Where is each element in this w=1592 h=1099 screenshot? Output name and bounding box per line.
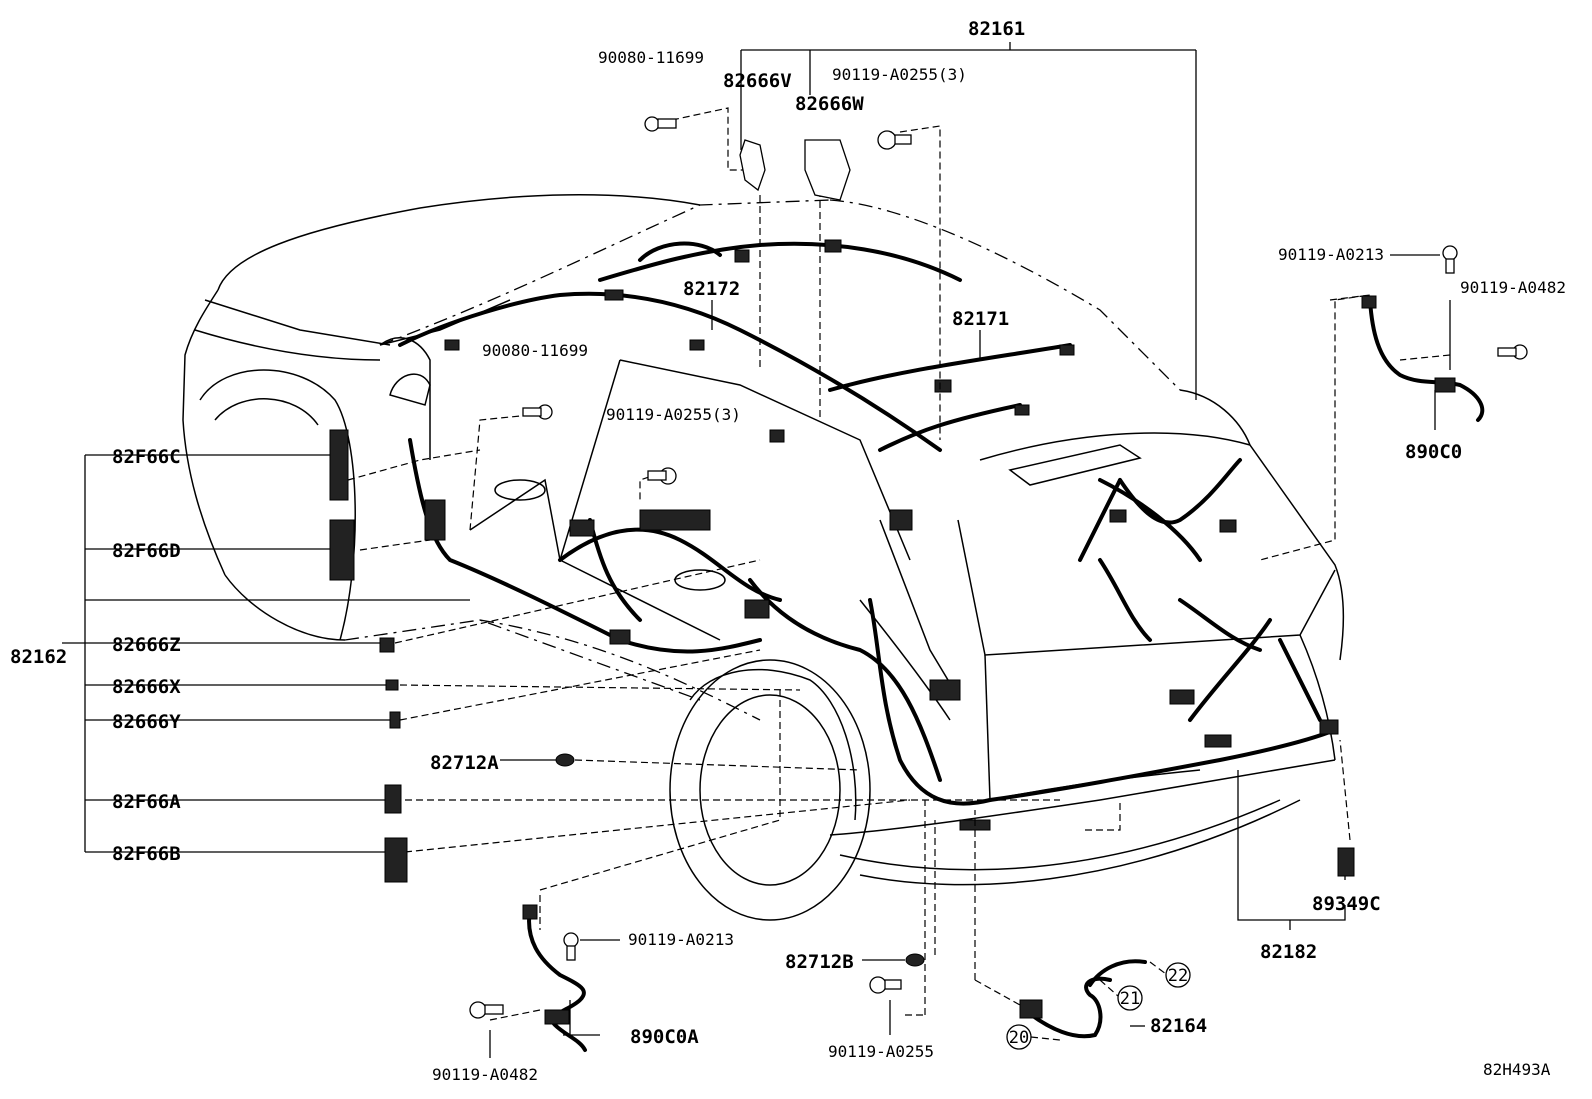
label-890c0: 890C0 [1405, 441, 1462, 463]
label-82666w: 82666W [795, 93, 864, 115]
bolt-icon-a0213-bottom [563, 932, 579, 961]
label-82171: 82171 [952, 308, 1009, 330]
label-bolt-top: 90080-11699 [598, 48, 704, 67]
label-a0482-right: 90119-A0482 [1460, 278, 1566, 297]
label-82666z: 82666Z [112, 634, 181, 656]
label-a0255-mid: 90119-A0255(3) [606, 405, 741, 424]
label-bolt-mid: 90080-11699 [482, 341, 588, 360]
clip-82666y [389, 711, 401, 729]
label-82666x: 82666X [112, 676, 181, 698]
bolt-icon-a0255-top [877, 130, 912, 150]
label-a0255-top: 90119-A0255(3) [832, 65, 967, 84]
label-a0482-bottom: 90119-A0482 [432, 1065, 538, 1084]
label-82f66c: 82F66C [112, 446, 181, 468]
label-a0255-bottom: 90119-A0255 [828, 1042, 934, 1061]
leader-lines [62, 42, 1451, 1058]
bolt-icon-a0482-right [1497, 344, 1528, 360]
bolt-icon-a0213-right [1442, 245, 1458, 274]
label-82172: 82172 [683, 278, 740, 300]
label-82f66d: 82F66D [112, 540, 181, 562]
callout-22-label: 22 [1168, 966, 1188, 986]
label-a0213-right: 90119-A0213 [1278, 245, 1384, 264]
label-82666y: 82666Y [112, 711, 181, 733]
clip-82666x [385, 679, 399, 691]
clip-82f66b [384, 837, 408, 883]
clip-82f66c [329, 429, 349, 501]
callout-22: 22 [1165, 962, 1191, 988]
wire-harness-group [398, 241, 1337, 806]
sub-harness-890c0 [1361, 295, 1485, 422]
label-82f66a: 82F66A [112, 791, 181, 813]
vehicle-body-outline [182, 194, 1345, 921]
bracket-82666v [739, 139, 766, 192]
bolt-icon-a0482-bottom [469, 1001, 504, 1019]
sub-harness-82164 [1019, 959, 1147, 1039]
fasteners [469, 116, 1528, 1019]
callout-21: 21 [1117, 985, 1143, 1011]
label-82182: 82182 [1260, 941, 1317, 963]
label-89349c: 89349C [1312, 893, 1381, 915]
label-82666v: 82666V [723, 70, 792, 92]
label-82712a: 82712A [430, 752, 499, 774]
label-82164: 82164 [1150, 1015, 1207, 1037]
label-82161: 82161 [968, 18, 1025, 40]
part-labels: 82161 90080-11699 82666V 90119-A0255(3) … [10, 18, 1566, 1084]
callout-20-label: 20 [1009, 1028, 1029, 1048]
label-82f66b: 82F66B [112, 843, 181, 865]
clip-82666z [379, 637, 395, 653]
sensor-89349c [1337, 847, 1355, 877]
sub-harness-890c0a [522, 904, 587, 1052]
dashed-assembly-lines [347, 107, 1451, 1021]
callout-group: 20 21 22 [1006, 961, 1191, 1050]
callout-21-label: 21 [1120, 989, 1140, 1009]
label-a0213-bottom: 90119-A0213 [628, 930, 734, 949]
grommet-82712a [555, 753, 575, 767]
bracket-82666w [804, 139, 851, 201]
clip-82f66a [384, 784, 402, 814]
bolt-icon-mid [522, 404, 553, 420]
connector-group [424, 239, 1339, 831]
label-82712b: 82712B [785, 951, 854, 973]
diagram-code: 82H493A [1483, 1060, 1551, 1079]
bolt-icon-top [644, 116, 677, 132]
brackets-and-clips [329, 139, 1355, 967]
bolt-icon-a0255-bottom [869, 976, 902, 994]
grommet-82712b [905, 953, 925, 967]
label-82162: 82162 [10, 646, 67, 668]
clip-82f66d [329, 519, 355, 581]
bolt-icon-a0255-mid [647, 467, 677, 485]
callout-20: 20 [1006, 1024, 1032, 1050]
label-890c0a: 890C0A [630, 1026, 699, 1048]
